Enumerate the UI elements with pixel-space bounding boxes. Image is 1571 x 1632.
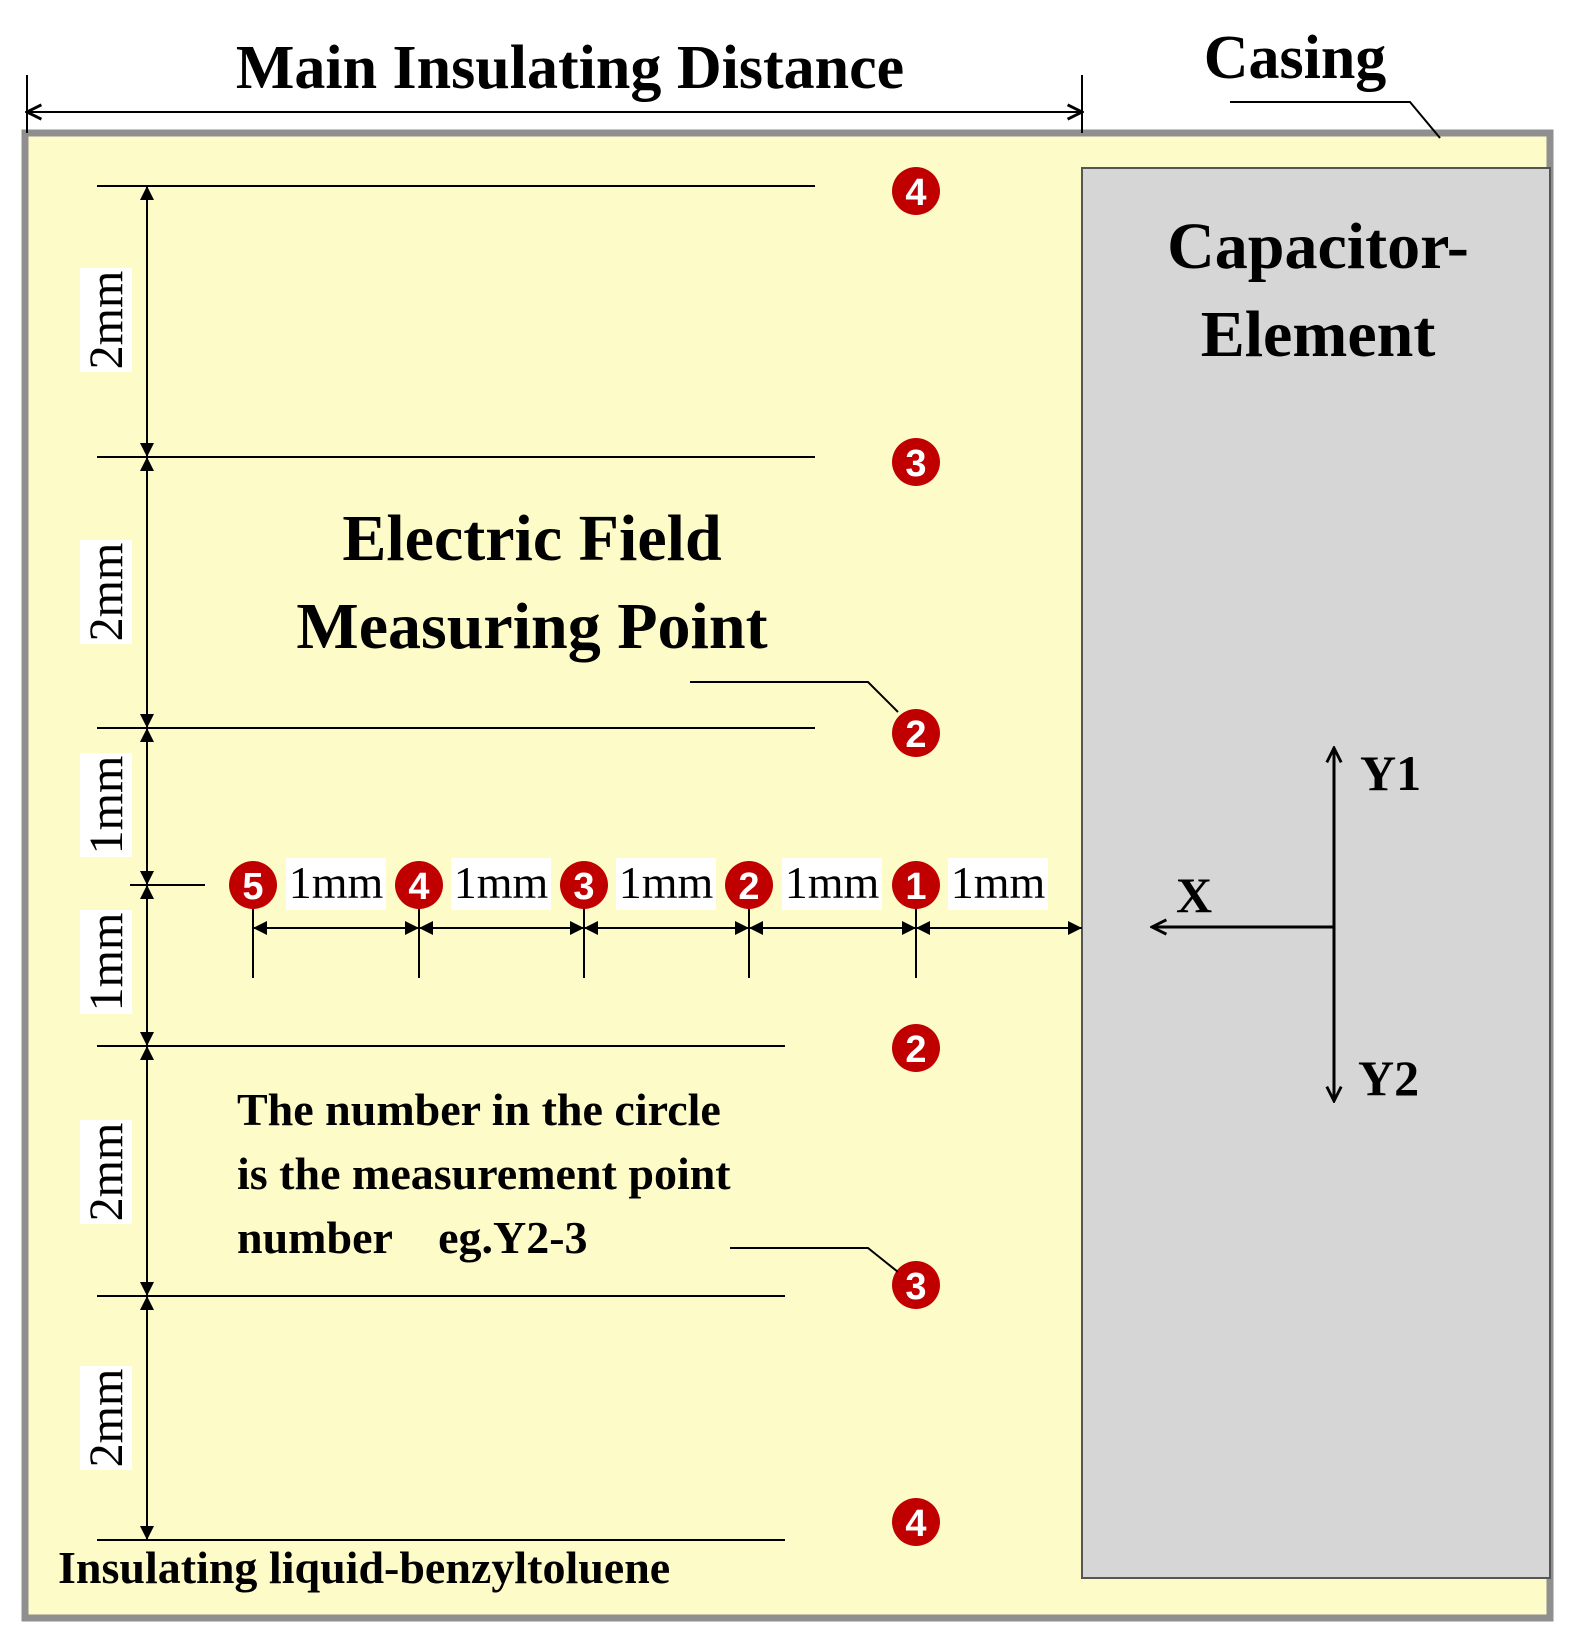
svg-text:2mm: 2mm [80,543,133,642]
x-point-4-badge: 4 [395,861,443,909]
svg-text:1mm: 1mm [80,913,133,1012]
svg-text:3: 3 [905,443,926,485]
note-line3: number eg.Y2-3 [237,1212,588,1263]
y2-point-3-badge: 3 [892,1261,940,1309]
axis-y1-label: Y1 [1360,745,1421,801]
axis-y2-label: Y2 [1358,1050,1419,1106]
svg-text:4: 4 [905,172,926,214]
vdim-label-2: 2mm [80,540,133,644]
svg-text:2: 2 [905,714,926,756]
x-point-3-badge: 3 [560,861,608,909]
vdim-label-5: 2mm [80,1120,133,1224]
capacitor-label-line1: Capacitor- [1167,210,1469,283]
insulating-liquid-label: Insulating liquid-benzyltoluene [58,1542,670,1593]
note-line1: The number in the circle [237,1084,721,1135]
efmp-label-line1: Electric Field [342,502,721,575]
hdim-label-3: 1mm [616,857,716,910]
svg-text:2mm: 2mm [80,1123,133,1222]
y1-point-3-badge: 3 [892,438,940,486]
y1-point-2-badge: 2 [892,709,940,757]
hdim-label-4: 1mm [782,857,882,910]
svg-text:1mm: 1mm [951,857,1046,908]
svg-text:1mm: 1mm [454,857,549,908]
svg-text:1mm: 1mm [619,857,714,908]
svg-text:2: 2 [905,1029,926,1071]
vdim-label-3: 1mm [80,753,133,857]
x-point-1-badge: 1 [892,861,940,909]
hdim-label-1: 1mm [286,857,386,910]
capacitor-label-line2: Element [1201,298,1436,371]
svg-text:1mm: 1mm [289,857,384,908]
efmp-leader-line [690,681,899,713]
y2-point-2-badge: 2 [892,1024,940,1072]
main-distance-label: Main Insulating Distance [236,34,904,102]
casing-label: Casing [1204,24,1387,92]
svg-text:3: 3 [905,1266,926,1308]
svg-text:2mm: 2mm [80,271,133,370]
y2-point-4-badge: 4 [892,1498,940,1546]
x-point-5-badge: 5 [229,861,277,909]
svg-text:2mm: 2mm [80,1369,133,1468]
x-point-2-badge: 2 [725,861,773,909]
vdim-label-6: 2mm [80,1366,133,1470]
note-leader-line [730,1247,899,1273]
svg-text:2: 2 [738,866,759,908]
efmp-label-line2: Measuring Point [296,590,767,663]
svg-text:4: 4 [408,866,429,908]
svg-text:1: 1 [905,866,926,908]
svg-text:1mm: 1mm [80,756,133,855]
hdim-label-5: 1mm [948,857,1048,910]
y1-point-4-badge: 4 [892,167,940,215]
svg-text:3: 3 [573,866,594,908]
svg-text:4: 4 [905,1503,926,1545]
casing-leader-line [1230,101,1441,139]
axis-x-label: X [1176,867,1212,923]
svg-text:5: 5 [242,866,263,908]
vdim-label-1: 2mm [80,268,133,372]
vdim-label-4: 1mm [80,910,133,1014]
note-line2: is the measurement point [237,1148,731,1199]
hdim-label-2: 1mm [451,857,551,910]
svg-text:1mm: 1mm [785,857,880,908]
capacitor-element-block [1081,167,1551,1579]
